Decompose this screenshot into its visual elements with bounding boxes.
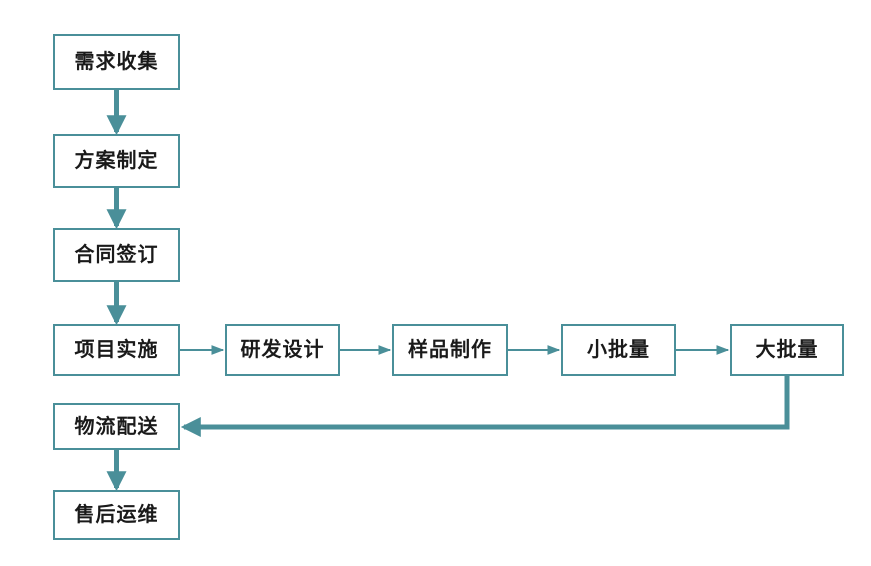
node-label-logistics: 物流配送 [74,415,159,438]
node-label-requirements: 需求收集 [74,51,159,73]
node-requirements[interactable]: 需求收集 [53,34,180,90]
node-large-batch[interactable]: 大批量 [730,324,844,376]
node-rd-design[interactable]: 研发设计 [225,324,340,376]
node-label-contract: 合同签订 [74,244,159,266]
node-label-small-batch: 小批量 [587,339,650,361]
node-contract[interactable]: 合同签订 [53,228,180,282]
node-implementation[interactable]: 项目实施 [53,324,180,376]
node-sample[interactable]: 样品制作 [392,324,508,376]
node-label-aftersales: 售后运维 [74,504,159,526]
node-logistics[interactable]: 物流配送 [53,403,180,450]
node-aftersales[interactable]: 售后运维 [53,490,180,540]
node-label-planning: 方案制定 [74,150,159,172]
node-label-rd-design: 研发设计 [240,339,325,361]
node-label-large-batch: 大批量 [755,339,819,361]
node-small-batch[interactable]: 小批量 [561,324,676,376]
node-label-implementation: 项目实施 [74,339,159,361]
node-planning[interactable]: 方案制定 [53,134,180,188]
edge-large-batch-to-logistics [180,376,790,437]
node-label-sample: 样品制作 [408,339,492,361]
